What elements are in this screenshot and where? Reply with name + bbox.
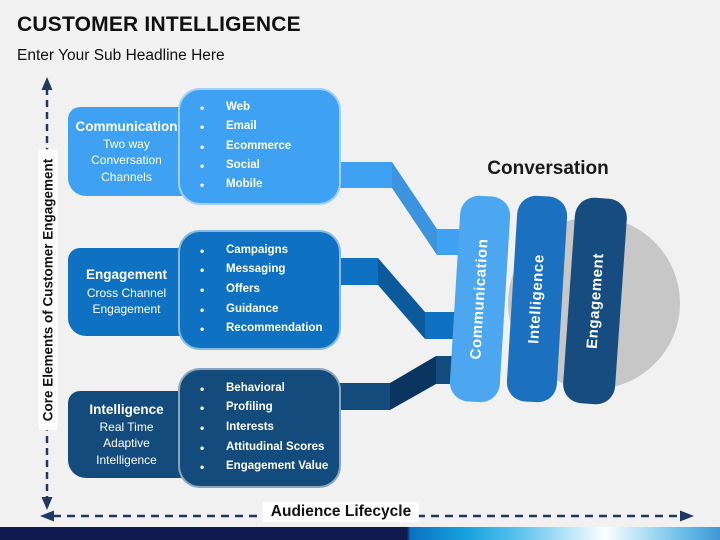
- funnel-bar-intelligence: [506, 195, 568, 403]
- funnel-bar-communication: [449, 195, 511, 403]
- bullet-item: Campaigns: [200, 244, 333, 258]
- bullet-item: Profiling: [200, 401, 333, 415]
- group-engagement-label-box: Engagement Cross Channel Engagement: [68, 248, 185, 336]
- bullet-item: Mobile: [200, 178, 333, 192]
- left-axis-label: Core Elements of Customer Engagement: [38, 149, 58, 431]
- bullet-item: Social: [200, 159, 333, 173]
- bullet-item: Recommendation: [200, 322, 333, 336]
- group-description: Cross Channel Engagement: [86, 285, 167, 317]
- arrow-left-icon: [40, 510, 54, 522]
- funnel-bar-intelligence-label: Intelligence: [525, 254, 547, 345]
- conversation-heading: Conversation: [487, 158, 609, 179]
- bullet-item: Web: [200, 101, 333, 115]
- group-communication-label-box: Communication Two way Conversation Chann…: [68, 107, 185, 196]
- bottom-gradient-bar: [0, 527, 720, 540]
- group-name: Communication: [75, 118, 178, 134]
- group-description: Real Time Adaptive Intelligence: [96, 419, 157, 467]
- bullet-item: Offers: [200, 283, 333, 297]
- arrow-down-icon: [41, 497, 53, 510]
- bullet-item: Interests: [200, 421, 333, 435]
- bullet-item: Engagement Value: [200, 460, 333, 474]
- group-engagement-bullets-box: Campaigns Messaging Offers Guidance Reco…: [178, 230, 341, 350]
- group-name: Engagement: [85, 267, 167, 283]
- group-intelligence-bullets-box: Behavioral Profiling Interests Attitudin…: [178, 368, 341, 488]
- page-title: CUSTOMER INTELLIGENCE: [17, 13, 301, 36]
- bullet-item: Email: [200, 120, 333, 134]
- connector2-diagonal: [378, 258, 425, 339]
- bottom-axis-label: Audience Lifecycle: [262, 502, 420, 522]
- arrow-right-icon: [680, 510, 694, 522]
- arrow-up-icon: [41, 77, 53, 90]
- bullet-item: Attitudinal Scores: [200, 441, 333, 455]
- group-communication-bullets-box: Web Email Ecommerce Social Mobile: [178, 88, 341, 205]
- bullet-item: Messaging: [200, 263, 333, 277]
- connector3-diagonal: [390, 356, 436, 410]
- bullet-item: Ecommerce: [200, 140, 333, 154]
- group-intelligence-label-box: Intelligence Real Time Adaptive Intellig…: [68, 391, 185, 478]
- group-name: Intelligence: [89, 401, 164, 417]
- funnel-bar-engagement-label: Engagement: [584, 252, 608, 349]
- bullet-item: Behavioral: [200, 382, 333, 396]
- bullet-item: Guidance: [200, 303, 333, 317]
- connector1-diagonal: [392, 162, 437, 255]
- group-description: Two way Conversation Channels: [91, 136, 162, 184]
- sub-headline: Enter Your Sub Headline Here: [17, 47, 225, 64]
- funnel-bar-engagement: [563, 197, 627, 405]
